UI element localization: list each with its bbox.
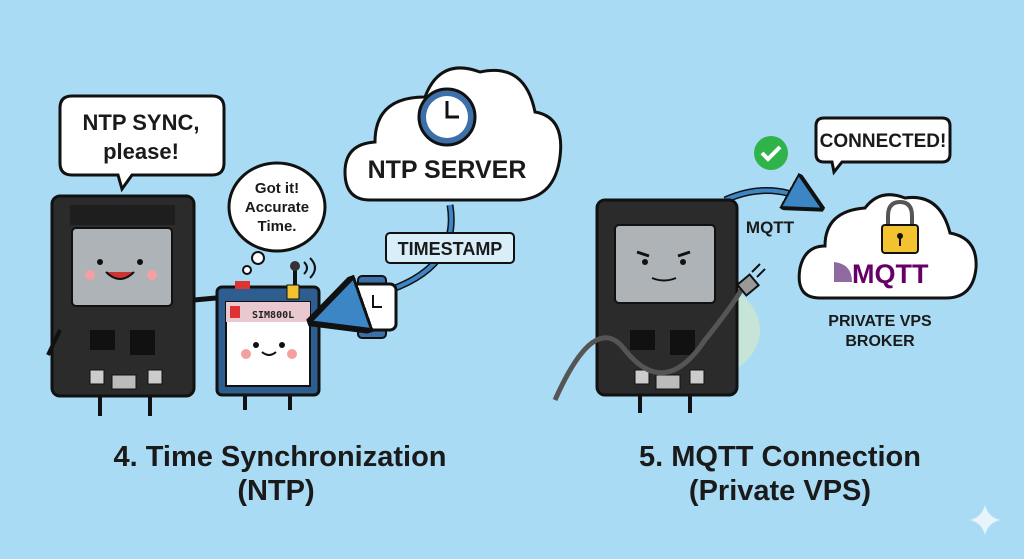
mqtt-broker-cloud: MQTT xyxy=(797,193,978,300)
mqtt-logo: MQTT xyxy=(834,259,929,289)
speech-line-1: NTP SYNC, xyxy=(83,110,200,135)
ntp-server-cloud: NTP SERVER xyxy=(343,66,563,202)
arrow-to-sim xyxy=(330,308,350,315)
ethernet-cable xyxy=(552,279,748,402)
caption-mqtt-line-2: (Private VPS) xyxy=(689,475,871,507)
thought-line-1: Got it! xyxy=(255,180,299,197)
timestamp-text: TIMESTAMP xyxy=(398,239,503,259)
thought-bubble: Got it! Accurate Time. xyxy=(227,161,327,275)
clock-icon xyxy=(417,87,477,147)
lock-icon xyxy=(881,199,919,254)
connected-speech-bubble: CONNECTED! xyxy=(814,116,952,176)
connected-text: CONNECTED! xyxy=(820,131,947,152)
esp32-board-left xyxy=(46,194,217,416)
sparkle-icon xyxy=(970,505,1000,535)
mqtt-logo-text: MQTT xyxy=(852,259,929,289)
watch-icon xyxy=(348,275,398,339)
sim800l-module: SIM800L xyxy=(215,257,321,410)
ntp-server-label: NTP SERVER xyxy=(368,156,527,184)
thought-line-3: Time. xyxy=(258,218,297,235)
broker-label-line-1: PRIVATE VPS xyxy=(828,313,932,330)
caption-ntp-line-1: 4. Time Synchronization xyxy=(113,441,446,473)
check-icon xyxy=(754,136,788,170)
mqtt-arrow xyxy=(724,190,810,202)
esp32-board-right xyxy=(595,198,760,413)
caption-ntp-line-2: (NTP) xyxy=(237,475,314,507)
plug-icon xyxy=(735,263,766,297)
broker-label-line-2: BROKER xyxy=(845,333,915,350)
timestamp-label: TIMESTAMP xyxy=(385,232,515,264)
thought-line-2: Accurate xyxy=(245,199,309,216)
sim-module-label: SIM800L xyxy=(252,310,294,321)
ntp-request-speech-bubble: NTP SYNC, please! xyxy=(58,94,226,193)
caption-mqtt-line-1: 5. MQTT Connection xyxy=(639,441,921,473)
mqtt-arrow-label: MQTT xyxy=(746,218,795,237)
speech-line-2: please! xyxy=(103,139,179,164)
